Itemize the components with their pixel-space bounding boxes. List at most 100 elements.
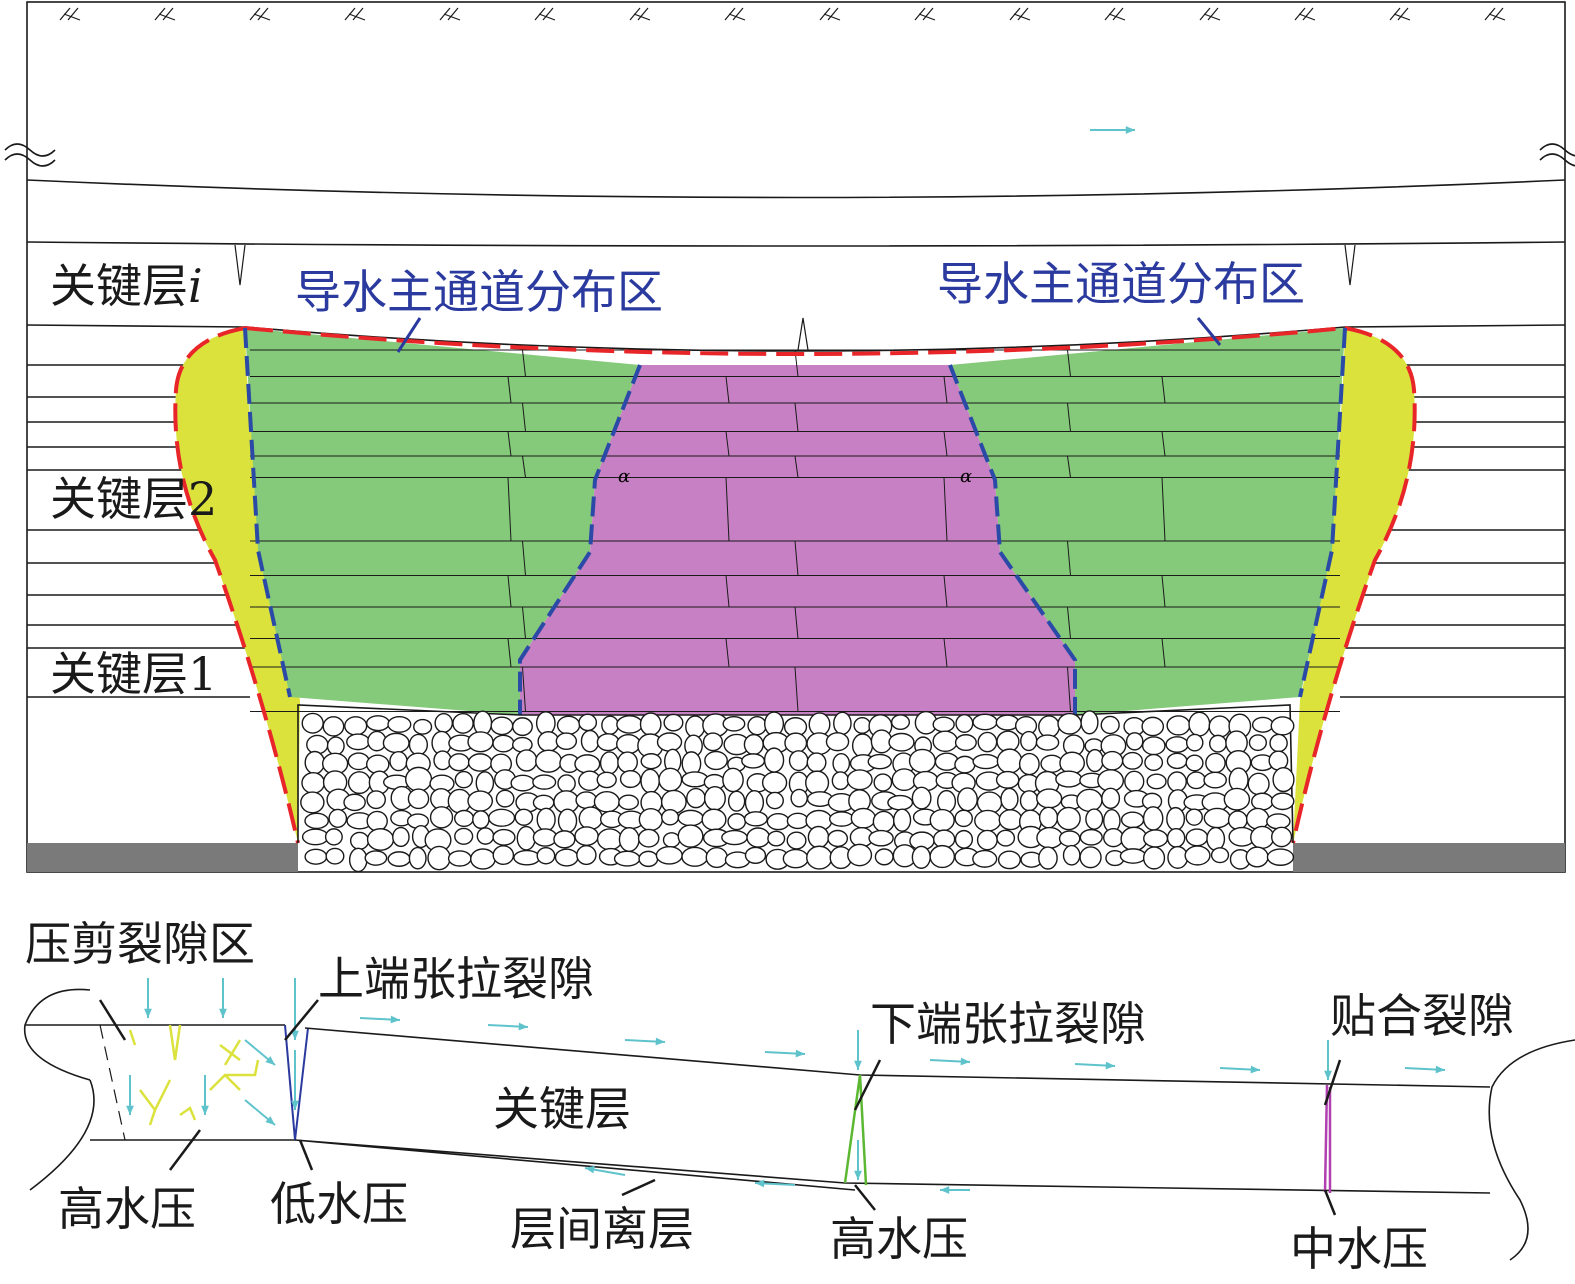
rubble-stone — [1019, 790, 1039, 812]
rubble-stone — [557, 774, 576, 793]
rubble-stone — [1185, 733, 1204, 752]
rubble-stone — [1038, 846, 1058, 870]
block-crack — [522, 666, 526, 712]
rubble-stone — [1142, 846, 1166, 870]
block-crack — [522, 455, 526, 478]
rubble-stone — [1270, 716, 1295, 736]
surface-symbol — [344, 7, 366, 21]
rubble-stone — [1165, 736, 1189, 753]
rubble-stone — [427, 845, 451, 871]
water-arrowhead — [755, 1179, 765, 1188]
shear-cracks — [128, 1024, 260, 1126]
rubble-stone — [613, 850, 641, 867]
rubble-stone — [867, 753, 893, 770]
rubble-stone — [908, 748, 936, 774]
rubble-stone — [322, 716, 345, 737]
rubble-stone — [536, 846, 556, 865]
rubble-stone — [452, 712, 474, 734]
rubble-stone — [972, 849, 998, 868]
rubble-stone — [580, 729, 600, 753]
shear-fracture-zone-left — [175, 328, 300, 843]
rubble-stone — [1166, 827, 1186, 848]
key-layer-block — [294, 1027, 1491, 1194]
rubble-stone — [344, 716, 368, 736]
rubble-stone — [998, 809, 1023, 831]
rubble-stone — [1227, 810, 1248, 830]
rubble-stone — [301, 712, 324, 734]
rubble-stone — [328, 808, 348, 828]
water-arrowhead — [265, 1056, 275, 1065]
rubble-stone — [640, 753, 662, 770]
rubble-stone — [911, 845, 931, 869]
rubble-stone — [1272, 766, 1295, 793]
water-arrowhead — [144, 1008, 152, 1018]
rubble-stone — [703, 786, 726, 811]
rubble-stone — [663, 713, 684, 732]
block-crack — [943, 376, 948, 404]
rubble-stone — [1062, 844, 1081, 866]
rubble-stone — [618, 826, 640, 852]
rubble-stone — [681, 846, 709, 867]
surface-symbol — [819, 7, 841, 21]
rubble-stone — [596, 828, 623, 851]
surface-symbol — [724, 7, 746, 21]
block-crack — [1161, 376, 1166, 404]
rubble-stone — [1251, 792, 1274, 811]
rubble-stone — [557, 808, 578, 834]
rubble-stone — [616, 733, 641, 755]
break-symbol-right — [1539, 143, 1575, 167]
rubble-stone — [806, 752, 827, 773]
rubble-stone — [1166, 752, 1188, 770]
rubble-stone — [1018, 752, 1040, 776]
channel-leaders — [396, 317, 1222, 353]
rubble-stone — [326, 736, 345, 756]
rubble-stone — [685, 715, 706, 739]
label-key-layer-i: 关键层i — [50, 259, 203, 313]
rubble-stone — [790, 788, 808, 808]
rubble-stone — [972, 753, 1000, 770]
surface-symbol — [1389, 7, 1411, 21]
rubble-stone — [324, 828, 343, 846]
rubble-stone — [786, 812, 809, 830]
rubble-stone — [492, 734, 515, 753]
fracture-marks — [234, 244, 1356, 351]
water-flow-arrows — [126, 126, 1446, 1194]
abutment-left — [23, 988, 95, 1191]
break-symbol-left — [4, 143, 56, 167]
block-crack — [1067, 455, 1071, 478]
rubble-stone — [1266, 813, 1291, 830]
rubble-stone — [556, 715, 581, 735]
rubble-stone — [1166, 715, 1191, 736]
rubble-stone — [833, 711, 852, 735]
rubble-stone — [892, 808, 912, 832]
block-crack — [794, 540, 799, 576]
leader-lines — [98, 999, 1342, 1216]
rubble-stone — [1124, 770, 1145, 793]
rubble-stone — [576, 844, 597, 866]
rubble-stone — [955, 714, 974, 733]
surface-symbol — [629, 7, 651, 21]
rubble-stone — [1269, 733, 1288, 753]
rubble-stone — [954, 734, 977, 752]
stratum-line — [26, 241, 1566, 247]
rubble-stone — [492, 845, 515, 866]
rubble-stone — [888, 732, 915, 752]
water-arrowhead — [518, 1022, 528, 1031]
rubble-stone — [1142, 806, 1164, 831]
rubble-stone — [704, 750, 728, 771]
block-crack — [794, 455, 799, 478]
block-crack — [725, 431, 730, 457]
rubble-stone — [555, 732, 578, 750]
rubble-stone — [537, 731, 560, 752]
water-arrowhead — [795, 1049, 805, 1058]
rubble-stone — [1036, 826, 1064, 849]
rubble-stone — [413, 718, 433, 735]
rubble-stone — [601, 715, 620, 735]
label-lower-tension: 下端张拉裂隙 — [870, 997, 1146, 1051]
block-crack — [794, 606, 799, 639]
rubble-stone — [1101, 750, 1124, 771]
water-arrowhead — [219, 1008, 227, 1018]
rubble-stone — [300, 791, 325, 814]
rubble-stone — [1185, 754, 1204, 772]
rubble-stone — [765, 791, 784, 810]
